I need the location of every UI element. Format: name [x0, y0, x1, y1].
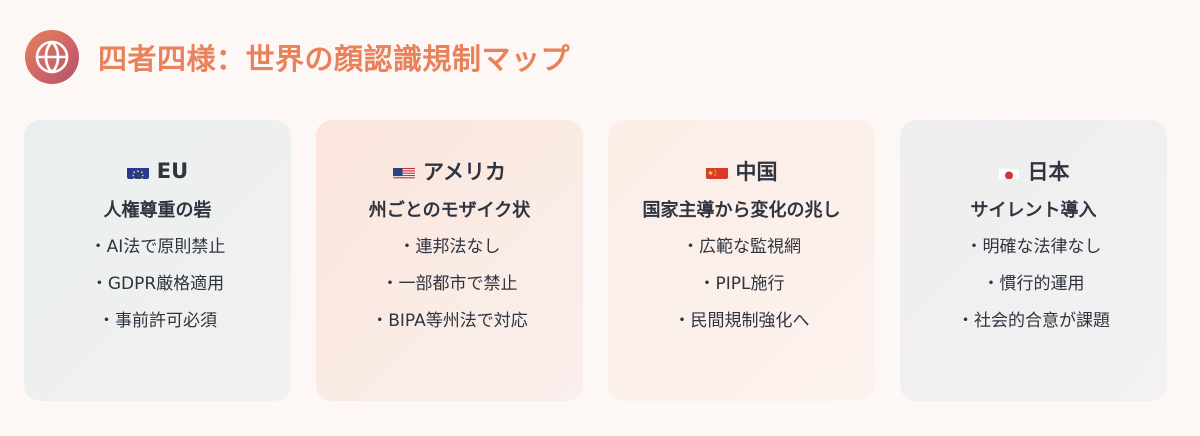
card-us: アメリカ 州ごとのモザイク状 ・連邦法なし ・一部都市で禁止 ・BIPA等州法で…: [316, 120, 583, 401]
page-title: 四者四様：世界の顔認識規制マップ: [98, 42, 571, 76]
list-item: ・GDPR厳格適用: [90, 274, 225, 294]
list-item: ・BIPA等州法で対応: [371, 311, 528, 331]
country-name: 中国: [735, 160, 778, 184]
card-subtitle: 国家主導から変化の兆し: [642, 200, 841, 221]
country-name: 日本: [1027, 160, 1070, 184]
region-cards: EU 人権尊重の砦 ・AI法で原則禁止 ・GDPR厳格適用 ・事前許可必須: [24, 120, 1167, 401]
card-cn: 中国 国家主導から変化の兆し ・広範な監視網 ・PIPL施行 ・民間規制強化へ: [608, 120, 875, 401]
list-item: ・一部都市で禁止: [381, 274, 518, 294]
card-heading: アメリカ: [316, 156, 583, 186]
card-subtitle: 州ごとのモザイク状: [368, 200, 531, 221]
card-eu: EU 人権尊重の砦 ・AI法で原則禁止 ・GDPR厳格適用 ・事前許可必須: [24, 120, 291, 401]
china-flag-icon: [705, 164, 728, 179]
list-item: ・明確な法律なし: [965, 237, 1102, 257]
card-items: ・明確な法律なし ・慣行的運用 ・社会的合意が課題: [900, 229, 1167, 340]
card-items: ・広範な監視網 ・PIPL施行 ・民間規制強化へ: [608, 229, 875, 340]
list-item: ・PIPL施行: [698, 274, 785, 294]
card-items: ・AI法で原則禁止 ・GDPR厳格適用 ・事前許可必須: [24, 229, 291, 340]
eu-flag-icon: [126, 164, 149, 179]
list-item: ・社会的合意が課題: [957, 311, 1110, 331]
card-heading: 日本: [900, 156, 1167, 186]
country-name: EU: [156, 159, 189, 183]
list-item: ・広範な監視網: [682, 237, 801, 257]
list-item: ・AI法で原則禁止: [89, 237, 226, 257]
country-name: アメリカ: [423, 160, 506, 184]
us-flag-icon: [393, 164, 416, 179]
list-item: ・慣行的運用: [982, 274, 1085, 294]
card-subtitle: サイレント導入: [970, 200, 1097, 221]
header: 四者四様：世界の顔認識規制マップ: [24, 28, 570, 86]
card-heading: 中国: [608, 156, 875, 186]
card-items: ・連邦法なし ・一部都市で禁止 ・BIPA等州法で対応: [316, 229, 583, 340]
card-jp: 日本 サイレント導入 ・明確な法律なし ・慣行的運用 ・社会的合意が課題: [900, 120, 1167, 401]
card-subtitle: 人権尊重の砦: [103, 200, 212, 221]
list-item: ・民間規制強化へ: [673, 311, 810, 331]
list-item: ・連邦法なし: [398, 237, 501, 257]
japan-flag-icon: [997, 164, 1020, 179]
list-item: ・事前許可必須: [98, 311, 217, 331]
globe-icon: [25, 30, 79, 84]
card-heading: EU: [24, 156, 291, 186]
